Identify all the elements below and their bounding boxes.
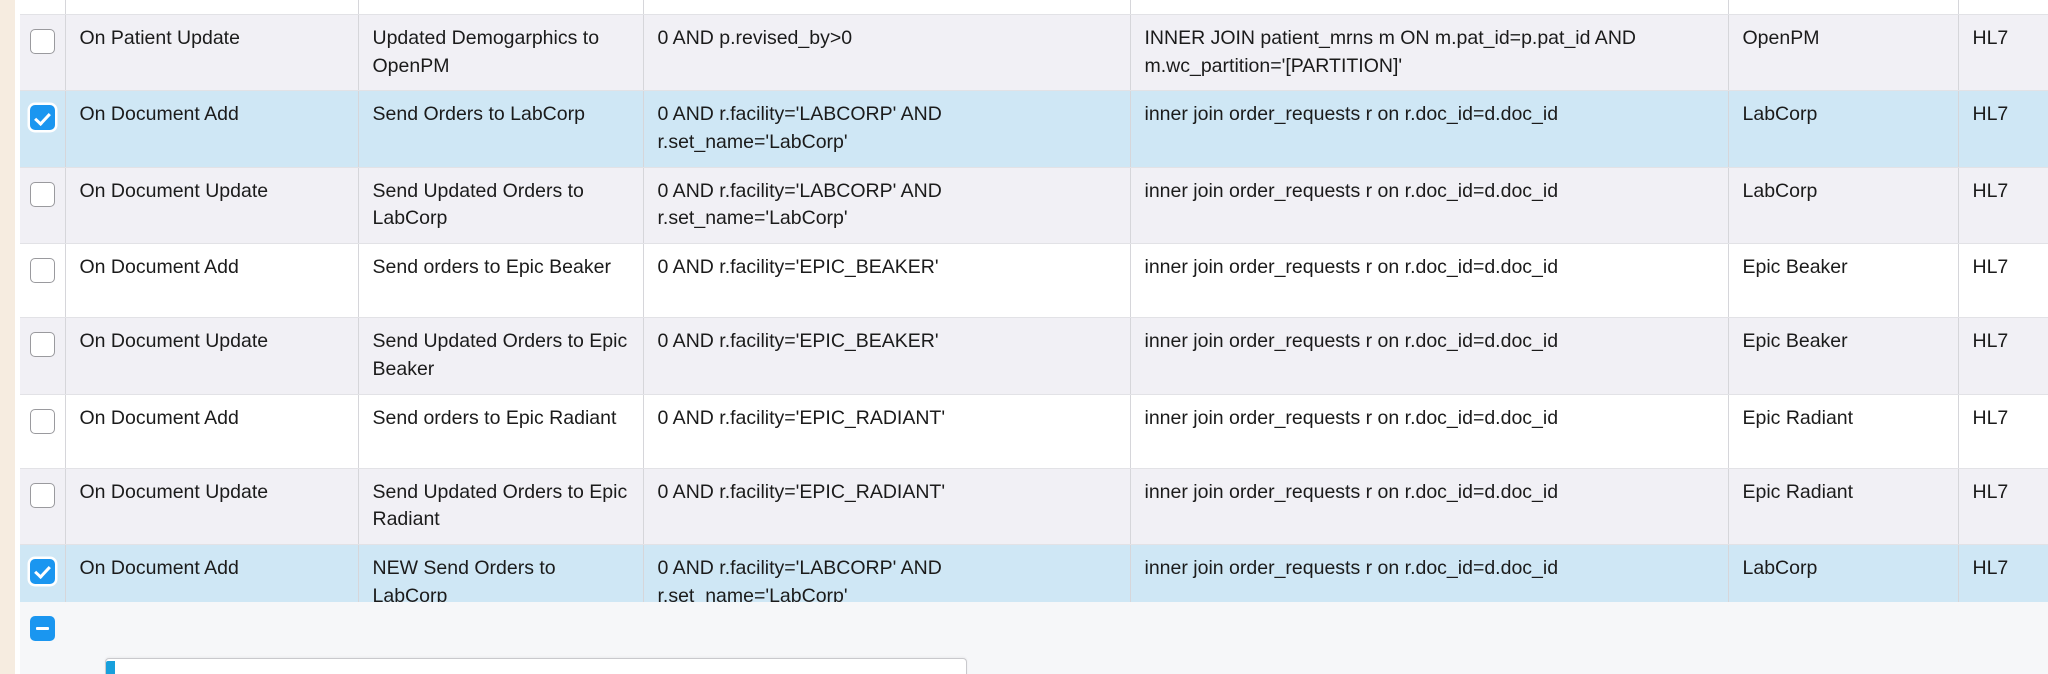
- select-all-checkbox-indeterminate[interactable]: [30, 616, 55, 641]
- cell-event: [65, 0, 359, 15]
- row-select-checkbox[interactable]: [29, 408, 55, 434]
- cell-join: [1130, 0, 1729, 15]
- cell-select[interactable]: [20, 90, 66, 168]
- cell-join: inner join order_requests r on r.doc_id=…: [1130, 167, 1729, 245]
- cell-join: INNER JOIN patient_mrns m ON m.pat_id=p.…: [1130, 14, 1729, 92]
- cell-format: HL7: [1958, 14, 2048, 92]
- cell-where: 0 AND r.facility='LABCORP' AND r.set_nam…: [643, 167, 1131, 245]
- cell-where: 0 AND p.revised_by>0: [643, 14, 1131, 92]
- cell-name: Send Updated Orders to LabCorp: [358, 167, 644, 245]
- row-select-checkbox[interactable]: [29, 482, 55, 508]
- cell-where: [643, 0, 1131, 15]
- cell-join: inner join order_requests r on r.doc_id=…: [1130, 317, 1729, 395]
- cell-format: [1958, 0, 2048, 15]
- cell-where: 0 AND r.facility='EPIC_BEAKER': [643, 317, 1131, 395]
- detail-panel-card[interactable]: [105, 658, 967, 674]
- cell-event: On Document Add: [65, 394, 359, 469]
- cell-event: On Document Update: [65, 317, 359, 395]
- cell-name: Send Updated Orders to Epic Beaker: [358, 317, 644, 395]
- cell-format: HL7: [1958, 167, 2048, 245]
- cell-select[interactable]: [20, 317, 66, 395]
- cell-name: Updated Demogarphics to OpenPM: [358, 14, 644, 92]
- cell-select[interactable]: [20, 394, 66, 469]
- row-select-checkbox[interactable]: [29, 29, 55, 54]
- detail-panel-accent-bar: [106, 661, 115, 674]
- cell-join: inner join order_requests r on r.doc_id=…: [1130, 90, 1729, 168]
- cell-event: On Document Add: [65, 90, 359, 168]
- row-select-checkbox[interactable]: [29, 332, 55, 358]
- cell-format: HL7: [1958, 90, 2048, 168]
- cell-destination: OpenPM: [1728, 14, 1959, 92]
- cell-format: HL7: [1958, 317, 2048, 395]
- cell-name: Send Orders to LabCorp: [358, 90, 644, 168]
- cell-select: [20, 0, 66, 15]
- cell-select[interactable]: [20, 468, 66, 545]
- cell-join: inner join order_requests r on r.doc_id=…: [1130, 468, 1729, 545]
- cell-name: Send orders to Epic Beaker: [358, 243, 644, 319]
- cell-format: HL7: [1958, 468, 2048, 545]
- cell-join: inner join order_requests r on r.doc_id=…: [1130, 243, 1729, 319]
- left-gutter: [15, 0, 20, 674]
- row-select-checkbox[interactable]: [29, 258, 55, 284]
- cell-name: Send Updated Orders to Epic Radiant: [358, 468, 644, 545]
- cell-where: 0 AND r.facility='EPIC_RADIANT': [643, 468, 1131, 545]
- cell-where: 0 AND r.facility='EPIC_RADIANT': [643, 394, 1131, 469]
- cell-destination: Epic Radiant: [1728, 468, 1959, 545]
- cell-format: HL7: [1958, 243, 2048, 319]
- cell-destination: Epic Beaker: [1728, 317, 1959, 395]
- cell-event: On Document Update: [65, 167, 359, 245]
- cell-name: Send orders to Epic Radiant: [358, 394, 644, 469]
- cell-where: 0 AND r.facility='LABCORP' AND r.set_nam…: [643, 90, 1131, 168]
- cell-join: inner join order_requests r on r.doc_id=…: [1130, 394, 1729, 469]
- cell-destination: [1728, 0, 1959, 15]
- cell-event: On Patient Update: [65, 14, 359, 92]
- cell-event: On Document Update: [65, 468, 359, 545]
- cell-name: [358, 0, 644, 15]
- cell-select[interactable]: [20, 167, 66, 245]
- cell-destination: LabCorp: [1728, 90, 1959, 168]
- row-select-checkbox[interactable]: [29, 105, 55, 131]
- cell-destination: Epic Radiant: [1728, 394, 1959, 469]
- cell-where: 0 AND r.facility='EPIC_BEAKER': [643, 243, 1131, 319]
- row-select-checkbox[interactable]: [29, 558, 55, 584]
- footer-select-cell[interactable]: [20, 602, 65, 656]
- cell-select[interactable]: [20, 243, 66, 319]
- cell-destination: Epic Beaker: [1728, 243, 1959, 319]
- row-select-checkbox[interactable]: [29, 181, 55, 207]
- cell-destination: LabCorp: [1728, 167, 1959, 245]
- cell-event: On Document Add: [65, 243, 359, 319]
- table-row-partial: [20, 0, 2048, 15]
- cell-format: HL7: [1958, 394, 2048, 469]
- cell-select[interactable]: [20, 14, 66, 92]
- left-rail: [0, 0, 15, 674]
